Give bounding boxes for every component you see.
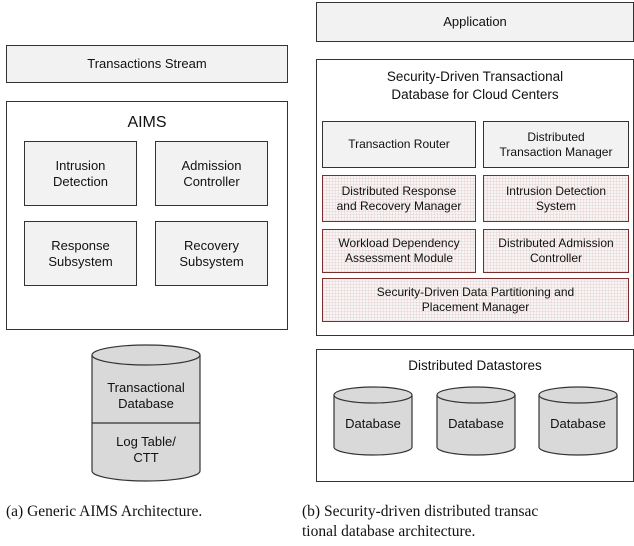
intrusion-detection-system-box: Intrusion Detection System (483, 175, 629, 222)
transactional-database-cylinder (91, 344, 201, 482)
transactions-stream-box: Transactions Stream (6, 45, 288, 83)
distributed-admission-controller-box: Distributed Admission Controller (483, 229, 629, 273)
distributed-transaction-manager-box: Distributed Transaction Manager (483, 121, 629, 168)
caption-a: (a) Generic AIMS Architecture. (6, 503, 203, 520)
distributed-response-recovery-box: Distributed Response and Recovery Manage… (322, 175, 476, 222)
application-label: Application (443, 14, 507, 29)
database-cylinder-2 (436, 386, 516, 456)
intrusion-detection-system-label: Intrusion Detection System (505, 183, 607, 213)
log-table-ctt-label: Log Table/ CTT (116, 434, 176, 465)
response-subsystem-box: Response Subsystem (24, 221, 137, 286)
distributed-response-recovery-label: Distributed Response and Recovery Manage… (336, 183, 462, 213)
workload-dependency-box: Workload Dependency Assessment Module (322, 229, 476, 273)
admission-controller-box: Admission Controller (155, 141, 268, 206)
database-cylinder-3 (538, 386, 618, 456)
recovery-subsystem-box: Recovery Subsystem (155, 221, 268, 286)
distributed-admission-controller-label: Distributed Admission Controller (498, 236, 614, 265)
caption-b-line1: (b) Security-driven distributed transac (302, 503, 539, 520)
database-cylinder-1 (333, 386, 413, 456)
admission-controller-label: Admission Controller (181, 157, 242, 189)
transaction-router-box: Transaction Router (322, 121, 476, 168)
data-partitioning-manager-label: Security-Driven Data Partitioning and Pl… (376, 285, 575, 314)
distributed-datastores-title: Distributed Datastores (408, 358, 542, 373)
recovery-subsystem-label: Recovery Subsystem (179, 237, 244, 269)
data-partitioning-manager-box: Security-Driven Data Partitioning and Pl… (322, 278, 629, 322)
aims-container: AIMS (6, 101, 288, 330)
caption-b-line2: tional database architecture. (302, 523, 476, 540)
workload-dependency-label: Workload Dependency Assessment Module (338, 236, 460, 265)
intrusion-detection-label: Intrusion Detection (53, 157, 108, 189)
database-label-3: Database (550, 416, 606, 431)
transactional-database-label: Transactional Database (107, 380, 185, 411)
database-label-1: Database (345, 416, 401, 431)
intrusion-detection-box: Intrusion Detection (24, 141, 137, 206)
aims-title: AIMS (127, 114, 167, 131)
security-driven-db-title: Security-Driven Transactional Database f… (386, 69, 564, 102)
response-subsystem-label: Response Subsystem (48, 237, 113, 269)
transactions-stream-label: Transactions Stream (87, 56, 207, 71)
distributed-transaction-manager-label: Distributed Transaction Manager (499, 129, 613, 159)
database-label-2: Database (448, 416, 504, 431)
application-box: Application (316, 2, 634, 42)
transaction-router-label: Transaction Router (348, 137, 450, 151)
